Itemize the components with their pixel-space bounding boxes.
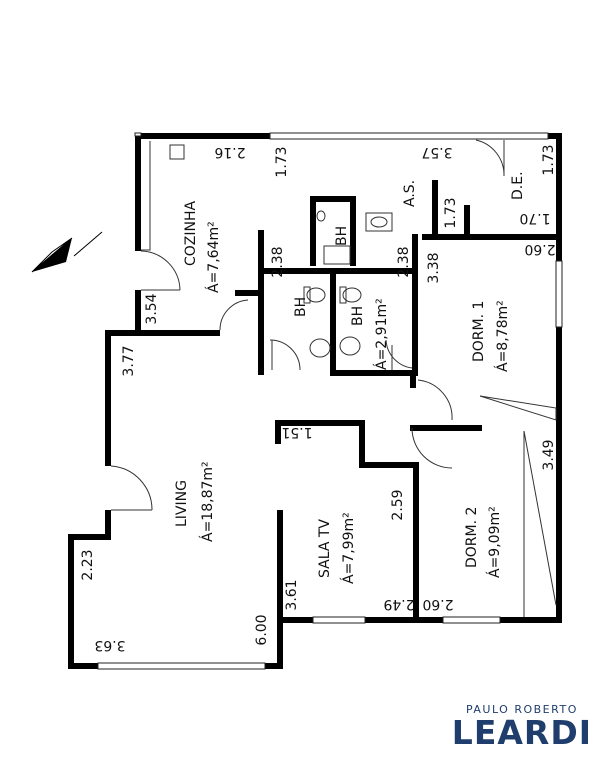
room-area-bh-right: Á=2,91m² xyxy=(373,298,390,370)
dimension-label: 6.00 xyxy=(254,614,270,645)
room-area-dorm1: Á=8,78m² xyxy=(494,300,511,372)
dimension-label: 2.38 xyxy=(270,246,286,277)
dimension-label: 3.63 xyxy=(94,637,125,653)
dimension-label: 1.73 xyxy=(443,197,459,228)
brand-logo: PAULO ROBERTO LEARDI xyxy=(452,703,592,750)
room-labels: COZINHA Á=7,64m² A.S. D.E. BH BH BH Á=2,… xyxy=(174,171,526,584)
dimension-label: 2.59 xyxy=(390,489,406,520)
dimension-label: 2.38 xyxy=(396,246,412,277)
room-name-dorm2: DORM. 2 xyxy=(464,507,480,568)
room-name-as: A.S. xyxy=(402,180,418,207)
dimension-labels: 2.16 3.57 1.70 1.51 2.49 2.60 3.63 2.60 … xyxy=(80,144,557,653)
dimension-label: 3.38 xyxy=(426,252,442,283)
room-name-de: D.E. xyxy=(510,171,526,200)
room-name-living: LIVING xyxy=(174,480,190,527)
doors xyxy=(110,139,505,511)
dimension-label: 1.70 xyxy=(519,210,550,226)
north-arrow-icon xyxy=(31,231,103,273)
dimension-label: 2.60 xyxy=(524,241,555,257)
room-name-dorm1: DORM. 1 xyxy=(471,301,487,362)
room-name-sala-tv: SALA TV xyxy=(317,519,333,578)
room-name-bh-right: BH xyxy=(350,306,366,326)
room-area-dorm2: Á=9,09m² xyxy=(486,506,503,578)
dimension-label: 1.73 xyxy=(274,146,290,177)
room-name-bh-top: BH xyxy=(334,226,350,246)
dimension-label: 3.77 xyxy=(121,345,137,376)
dimension-label: 2.49 xyxy=(383,596,414,612)
dimension-label: 3.57 xyxy=(421,144,452,160)
room-area-living: Á=18,87m² xyxy=(199,461,216,542)
fixtures xyxy=(141,141,557,617)
brand-subtitle: PAULO ROBERTO xyxy=(465,703,578,716)
dimension-label: 1.51 xyxy=(281,424,312,440)
dimension-label: 3.54 xyxy=(144,293,160,324)
dimension-label: 2.16 xyxy=(214,144,245,160)
dimension-label: 2.23 xyxy=(80,549,96,580)
walls xyxy=(68,133,562,669)
room-name-bh-left: BH xyxy=(293,297,309,317)
dimension-label: 3.61 xyxy=(284,579,300,610)
windows xyxy=(97,132,563,670)
room-area-cozinha: Á=7,64m² xyxy=(205,221,222,293)
brand-name: LEARDI xyxy=(451,713,592,752)
room-name-cozinha: COZINHA xyxy=(183,200,199,266)
room-area-sala-tv: Á=7,99m² xyxy=(340,512,357,584)
dimension-label: 3.49 xyxy=(541,439,557,470)
dimension-label: 2.60 xyxy=(422,596,453,612)
dimension-label: 1.73 xyxy=(541,144,557,175)
